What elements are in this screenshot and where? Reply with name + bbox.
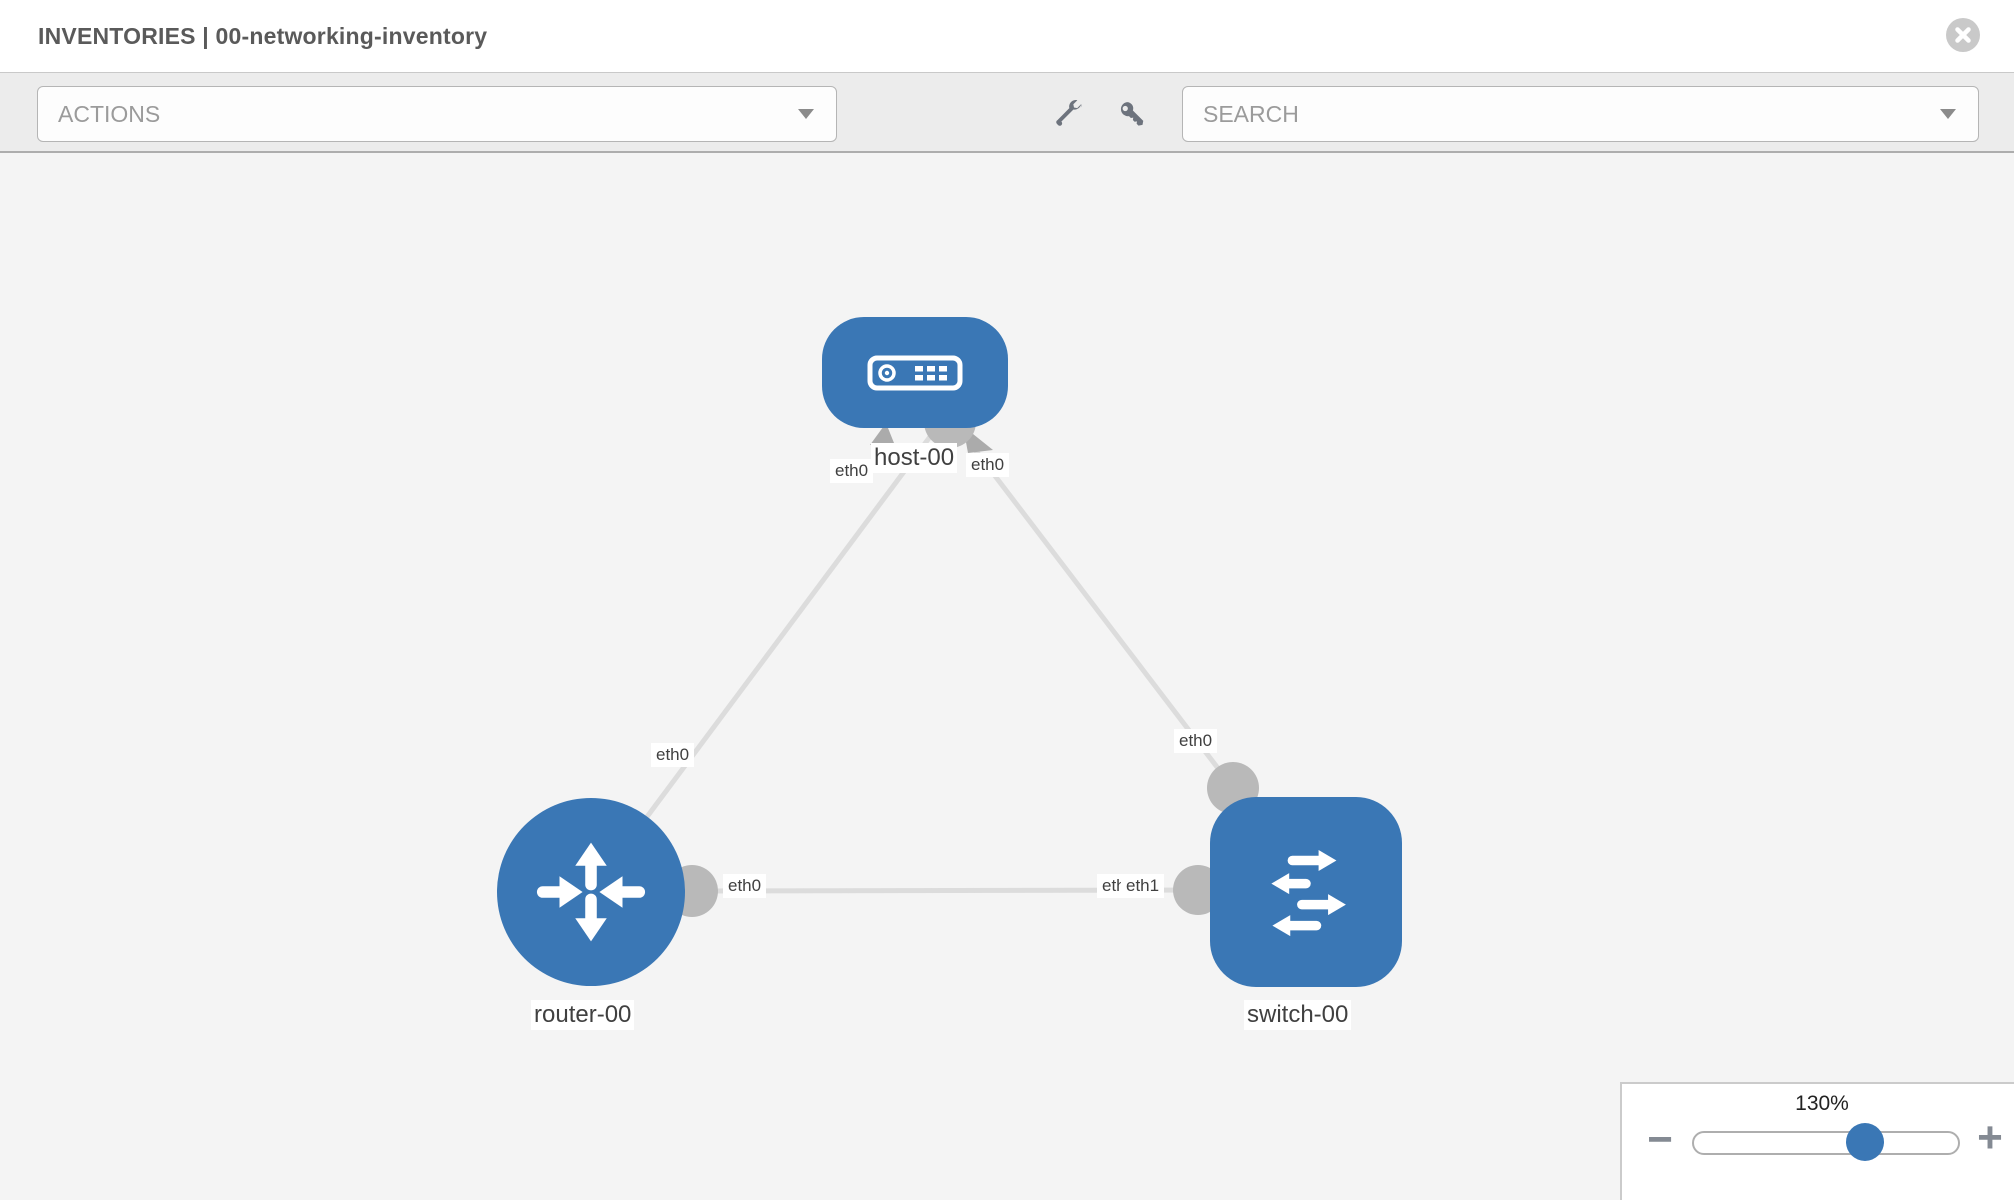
host-icon xyxy=(867,355,963,390)
page-title: INVENTORIES | 00-networking-inventory xyxy=(38,22,488,49)
zoom-slider-track[interactable] xyxy=(1692,1131,1960,1155)
node-router-00[interactable] xyxy=(497,798,685,986)
search-placeholder: SEARCH xyxy=(1203,100,1299,127)
interface-label-router-eth0: eth0 xyxy=(723,874,767,898)
page-header: INVENTORIES | 00-networking-inventory xyxy=(0,0,2014,72)
search-dropdown[interactable]: SEARCH xyxy=(1182,86,1979,142)
topology-canvas[interactable]: host-00 router-00 switch-00 eth0 eth0 et… xyxy=(0,153,2014,1200)
node-label-router-00: router-00 xyxy=(531,1000,635,1030)
link-switch-host xyxy=(958,428,1235,790)
interface-label-switch-eth1: eth1 xyxy=(1121,874,1165,898)
node-switch-00[interactable] xyxy=(1210,797,1402,987)
interface-label-router-eth0-uplink: eth0 xyxy=(651,743,695,767)
zoom-in-button[interactable]: + xyxy=(1968,1116,2012,1160)
zoom-level-value: 130% xyxy=(1795,1092,1849,1115)
credentials-button[interactable] xyxy=(1112,97,1154,131)
interface-label-host-eth0-right: eth0 xyxy=(966,453,1010,477)
toolbar: ACTIONS SEARCH xyxy=(0,72,2014,153)
link-arrowhead xyxy=(870,423,894,445)
router-icon xyxy=(536,842,646,942)
actions-dropdown[interactable]: ACTIONS xyxy=(37,86,837,142)
node-label-switch-00: switch-00 xyxy=(1244,1000,1352,1030)
interface-label-switch-eth0-uplink: eth0 xyxy=(1174,729,1218,753)
switch-icon xyxy=(1271,850,1346,937)
zoom-panel: 130% − + xyxy=(1620,1082,2014,1200)
key-icon xyxy=(1120,102,1144,126)
close-button[interactable] xyxy=(1946,18,1980,52)
zoom-out-button[interactable]: − xyxy=(1638,1118,1682,1162)
topology-links-layer xyxy=(588,396,1259,917)
chevron-down-icon xyxy=(1940,109,1956,119)
node-label-host-00: host-00 xyxy=(871,443,958,473)
wrench-icon xyxy=(1056,100,1082,126)
link-router-host xyxy=(588,428,938,894)
node-host-00[interactable] xyxy=(822,317,1008,428)
chevron-down-icon xyxy=(798,109,814,119)
configure-button[interactable] xyxy=(1047,97,1089,131)
zoom-slider-handle[interactable] xyxy=(1846,1123,1884,1161)
interface-label-host-eth0-left: eth0 xyxy=(830,459,874,483)
actions-dropdown-label: ACTIONS xyxy=(58,100,161,127)
close-icon xyxy=(1955,27,1971,43)
